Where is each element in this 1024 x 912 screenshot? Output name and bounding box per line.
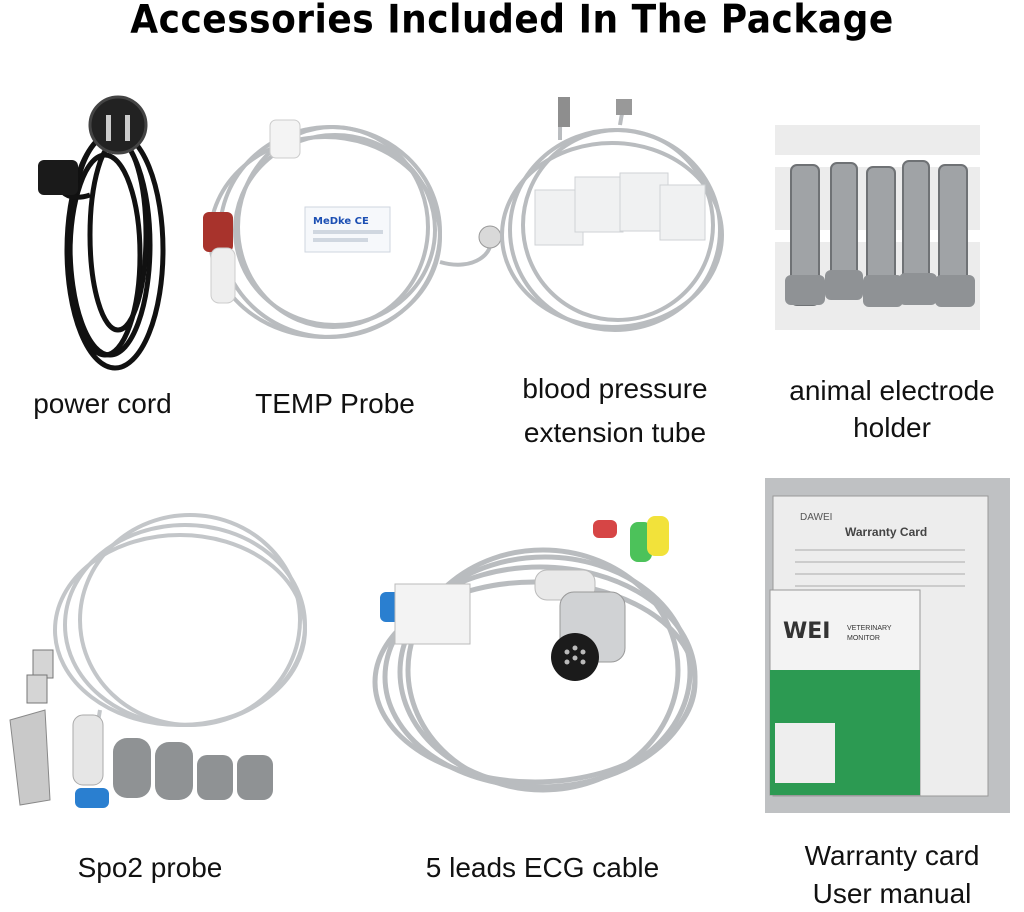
spo2-probe-icon	[9, 513, 307, 808]
bp-tube-image	[500, 95, 735, 345]
temp-probe-icon: MeDke CE	[203, 119, 502, 339]
manual-logo: WEI	[783, 619, 830, 644]
electrode-holder-label-line2: holder	[853, 412, 931, 443]
page-title: Accessories Included In The Package	[130, 0, 894, 43]
power-cord-label: power cord	[33, 388, 172, 419]
ecg-cable-image	[372, 512, 710, 797]
temp-probe-label: TEMP Probe	[255, 388, 415, 419]
electrode-holder-label-line1: animal electrode	[789, 375, 995, 406]
warranty-label-line1: Warranty card	[804, 840, 980, 871]
spo2-probe-label: Spo2 probe	[77, 852, 223, 883]
power-cord-image	[30, 85, 180, 375]
bp-tube-icon	[500, 97, 724, 332]
manual-sub1: VETERINARY	[847, 625, 892, 632]
warranty-heading: Warranty Card	[845, 525, 927, 539]
temp-probe-tag: MeDke CE	[313, 216, 369, 227]
spo2-probe-image	[5, 510, 315, 810]
bp-tube-label-line2: extension tube	[523, 417, 707, 448]
warranty-manual-icon: DAWEI Warranty Card WEI VETERINARY MONIT…	[765, 478, 1010, 813]
warranty-brand: DAWEI	[800, 512, 832, 523]
bp-tube-label-line1: blood pressure	[522, 373, 708, 404]
ecg-cable-label: 5 leads ECG cable	[425, 852, 660, 883]
warranty-label-line2: User manual	[812, 878, 972, 909]
ecg-cable-icon	[372, 516, 698, 793]
electrode-holder-icon	[775, 125, 980, 330]
warranty-manual-image: DAWEI Warranty Card WEI VETERINARY MONIT…	[765, 478, 1010, 813]
electrode-holder-image	[775, 125, 980, 330]
temp-probe-image: MeDke CE	[195, 112, 502, 347]
power-cord-icon	[38, 95, 166, 371]
manual-sub2: MONITOR	[847, 635, 880, 642]
